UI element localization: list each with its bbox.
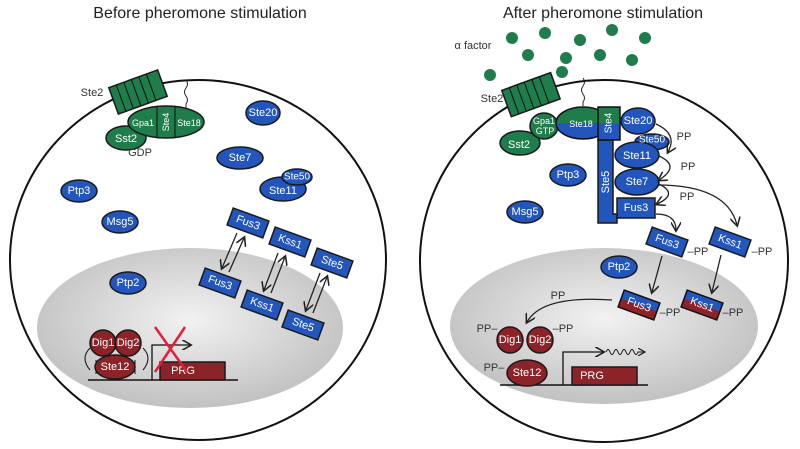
dig1-label: Dig1 (92, 337, 115, 349)
prg-gene (159, 361, 226, 381)
msg5 (506, 200, 544, 224)
sst2-label: Sst2 (115, 133, 137, 145)
dig2 (526, 326, 554, 354)
ste2-label: Ste2 (481, 93, 504, 105)
gpa1-label: Gpa1 (132, 118, 154, 128)
fus3-phosphorylated-cytoplasm: Fus3 (645, 226, 689, 258)
kss1-phosphorylated-cytoplasm: Kss1 (708, 226, 752, 258)
ste5-nucleus: Ste5 (281, 309, 325, 341)
gdp-label: GDP (128, 147, 152, 159)
ste11 (614, 141, 660, 169)
msg5 (101, 210, 139, 234)
promoter-arrow (151, 345, 190, 380)
ste20-label: Ste20 (624, 115, 653, 127)
mrna-transcript (605, 350, 644, 355)
pp-label: –PP (723, 307, 744, 319)
fus3-phosphorylated-nucleus: Fus3 (617, 289, 661, 321)
panel-title: Before pheromone stimulation (93, 5, 306, 22)
lipid-anchor (581, 77, 585, 106)
pp-label: –PP (688, 246, 709, 258)
pp-label: PP (677, 131, 692, 143)
fus3-cytoplasm: Fus3 (226, 207, 270, 239)
ste18-label: Ste18 (569, 119, 593, 129)
prg-gene (571, 366, 638, 386)
ste11-label: Ste11 (269, 185, 297, 197)
panel-before: Before pheromone stimulation Ste2 Sst2 G… (9, 5, 387, 441)
sst2 (499, 130, 541, 156)
ste4-label: Ste4 (604, 112, 615, 133)
ste2-label: Ste2 (81, 87, 104, 99)
pp-label: –PP (752, 246, 773, 258)
cell-membrane (419, 79, 789, 443)
ptp2 (600, 255, 638, 279)
ptp2-label: Ptp2 (117, 277, 140, 289)
ste12 (506, 359, 548, 387)
kss1-cytoplasm: Kss1 (268, 226, 312, 258)
ste2-receptor (107, 68, 169, 116)
g-protein-complex (127, 105, 205, 139)
ptp3-label: Ptp3 (68, 185, 91, 197)
ste7 (614, 168, 660, 196)
pp-label: PP– (477, 323, 499, 335)
ste20 (245, 100, 281, 126)
ste50 (281, 168, 313, 186)
ste11-label: Ste11 (623, 150, 651, 162)
fus3-nucleus: Fus3 (198, 267, 242, 299)
pp-label: –PP (553, 323, 574, 335)
alpha-factor-molecules (484, 24, 651, 81)
ste50-label: Ste50 (639, 135, 666, 146)
inhibition-x-icon (153, 326, 189, 373)
repression-brackets (84, 347, 149, 374)
ste12 (94, 354, 136, 380)
pp-label: –PP (660, 307, 681, 319)
dig1 (496, 326, 524, 354)
ste50-label: Ste50 (284, 172, 311, 183)
panel-title: After pheromone stimulation (503, 5, 703, 22)
ste12-label: Ste12 (513, 367, 542, 379)
sst2-label: Sst2 (508, 139, 530, 151)
ptp3 (549, 163, 587, 187)
gpa1-label: Gpa1 (533, 116, 555, 126)
lipid-anchor (184, 79, 188, 108)
ste2-receptor (500, 71, 562, 118)
promoter-arrow (562, 352, 603, 385)
ste18-label: Ste18 (177, 118, 201, 128)
pp-label: PP (680, 191, 695, 203)
ptp3 (60, 179, 98, 203)
pp-label: PP (681, 161, 696, 173)
ste4 (597, 106, 621, 141)
ptp2-label: Ptp2 (608, 261, 631, 273)
ste4-label: Ste4 (161, 113, 171, 132)
ste7-label: Ste7 (626, 176, 649, 188)
ptp2 (109, 271, 147, 295)
kss1-nucleus: Kss1 (240, 289, 284, 321)
gtp-label: GTP (536, 126, 555, 136)
ste7 (216, 146, 264, 170)
pp-label: PP– (484, 362, 506, 374)
fus3-scaffold-bound (616, 197, 656, 219)
prg-label: PRG (580, 370, 604, 382)
ptp3-label: Ptp3 (557, 169, 580, 181)
panel-after: After pheromone stimulation α factor Ste… (419, 5, 789, 443)
msg5-label: Msg5 (512, 206, 539, 218)
dig2 (114, 329, 142, 357)
shuttle-arrows (222, 232, 327, 314)
msg5-label: Msg5 (107, 216, 134, 228)
ste12-label: Ste12 (101, 361, 130, 373)
ste20 (620, 107, 656, 135)
fus3-label: Fus3 (624, 202, 648, 214)
kss1-phosphorylated-nucleus: Kss1 (680, 289, 724, 321)
prg-label: PRG (171, 365, 195, 377)
phosphorylation-arrows (527, 123, 737, 322)
dig1-label: Dig1 (499, 334, 522, 346)
dig2-label: Dig2 (117, 337, 140, 349)
dig2-label: Dig2 (529, 334, 552, 346)
ste20-label: Ste20 (249, 107, 278, 119)
ste5-cytoplasm: Ste5 (310, 247, 354, 279)
ste7-label: Ste7 (229, 152, 252, 164)
pp-label: PP (551, 290, 566, 302)
ste5-label: Ste5 (600, 171, 612, 194)
alpha-factor-label: α factor (455, 40, 492, 52)
